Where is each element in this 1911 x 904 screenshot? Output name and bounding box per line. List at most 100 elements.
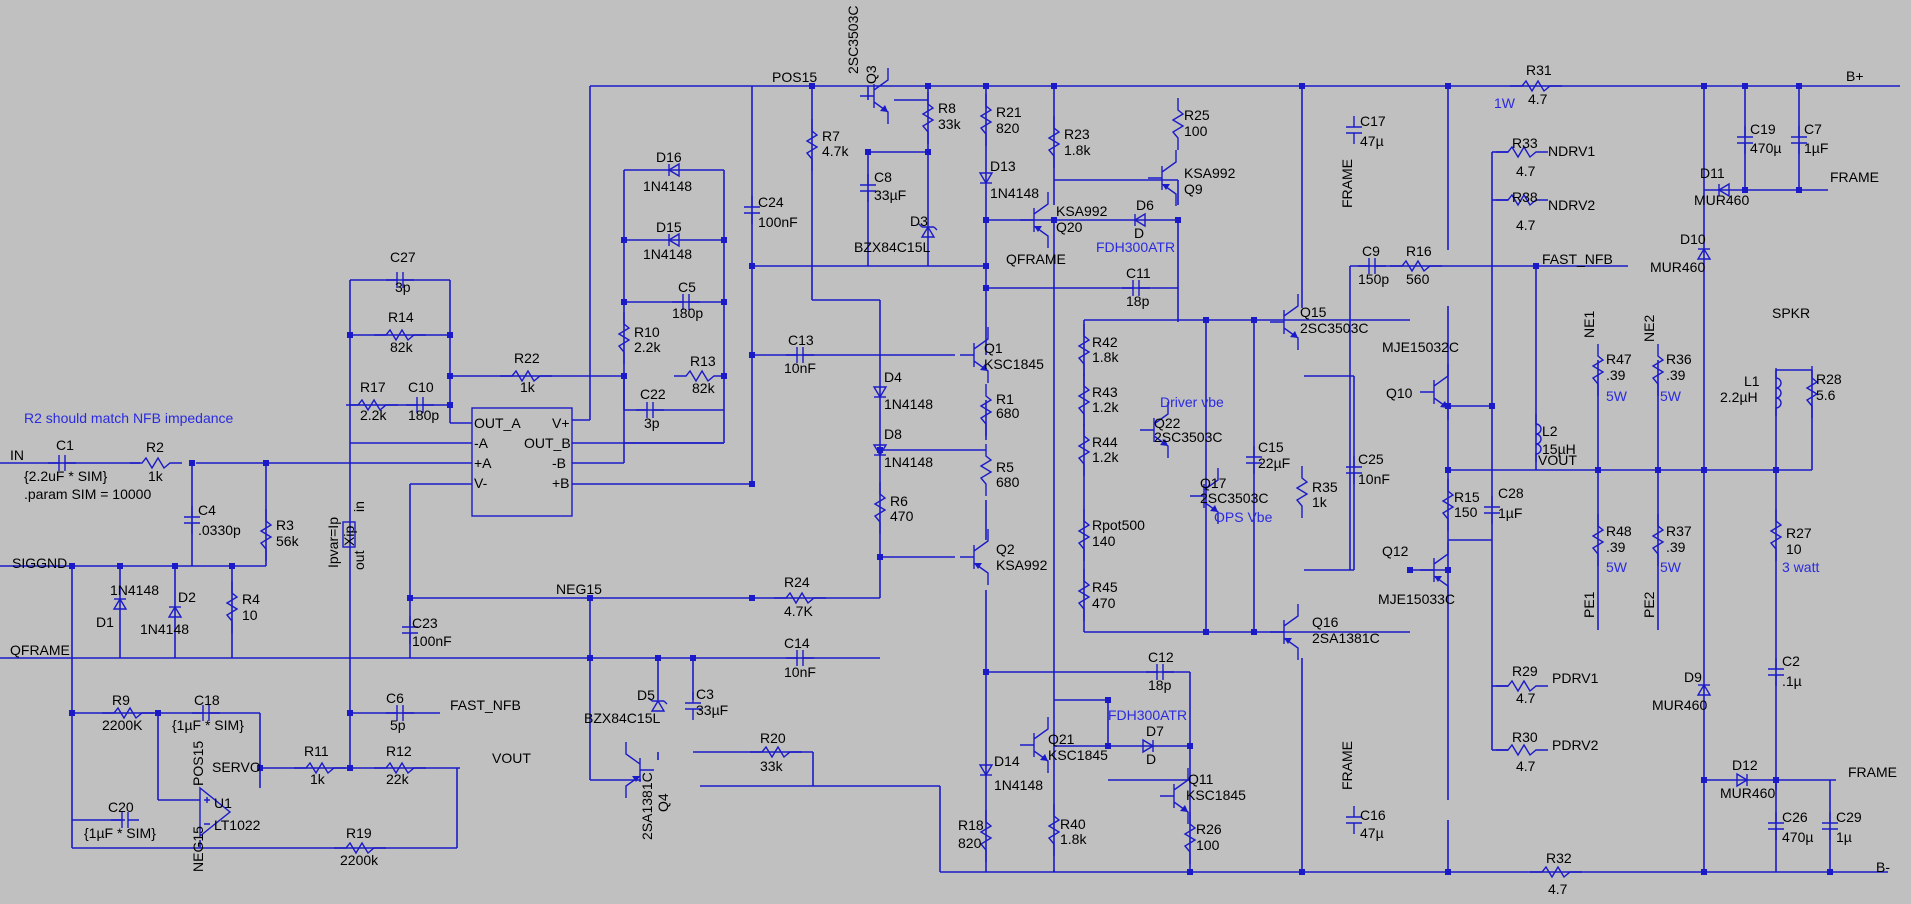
opamp-pin-minus-b: -B (552, 455, 566, 471)
q2-emitter-arrow (974, 563, 982, 569)
junction (1175, 217, 1181, 223)
c6-ref-label: C6 (386, 690, 404, 706)
r10-resistor-body (617, 312, 631, 364)
d7-value-label: D (1146, 751, 1156, 767)
junction (587, 595, 593, 601)
q16-emitter-arrow (1284, 638, 1292, 644)
r47-ref-label: R47 (1606, 351, 1632, 367)
d6-ref-label: D6 (1136, 197, 1154, 213)
q21-transistor-body (1020, 717, 1049, 773)
c22-ref-label: C22 (640, 386, 666, 402)
c22-value-label: 3p (644, 415, 660, 431)
c11-value-label: 18p (1126, 293, 1150, 309)
r42-value-label: 1.8k (1092, 349, 1119, 365)
r27-value-label: 10 (1786, 541, 1802, 557)
d8-value-label: 1N4148 (884, 454, 933, 470)
q16-value-label: 2SA1381C (1312, 630, 1380, 646)
junction (877, 554, 883, 560)
r29-value-label: 4.7 (1516, 690, 1536, 706)
q22-value-label: 2SC3503C (1154, 429, 1223, 445)
c3-ref-label: C3 (696, 686, 714, 702)
c19-capacitor-body (1737, 126, 1753, 154)
d3-diode-bar (918, 223, 938, 231)
q1-emitter-arrow (980, 364, 988, 371)
junction (621, 237, 627, 243)
opamp-pin-v-minus: V- (474, 475, 488, 491)
note-param: .param SIM = 10000 (24, 486, 151, 502)
bsource-expr: Ipvar=Ip (325, 517, 341, 568)
c1-value-label: {2.2uF * SIM} (24, 468, 108, 484)
c1-capacitor-body (48, 455, 76, 471)
d10-value-label: MUR460 (1650, 259, 1705, 275)
c4-capacitor-body (184, 506, 200, 534)
net-pos15-u1: POS15 (190, 741, 206, 786)
d7-diode: D7D (1142, 723, 1164, 767)
r45-value-label: 470 (1092, 595, 1116, 611)
net-labels: IN SIGGND QFRAME POS15 NEG15 QFRAME FAST… (10, 68, 1897, 875)
r43-ref-label: R43 (1092, 384, 1118, 400)
r3-ref-label: R3 (276, 517, 294, 533)
r12-value-label: 22k (386, 771, 410, 787)
r45-ref-label: R45 (1092, 579, 1118, 595)
r42-resistor-body (1077, 324, 1091, 376)
r27-ref-label: R27 (1786, 525, 1812, 541)
r6-ref-label: R6 (890, 493, 908, 509)
u1-value-label: LT1022 (214, 817, 261, 833)
c2-value-label: .1µ (1782, 673, 1802, 689)
c16-ref-label: C16 (1360, 807, 1386, 823)
junction (1445, 83, 1451, 89)
c8-capacitor-body (860, 174, 876, 202)
d5-ref-label: D5 (637, 687, 655, 703)
r22-ref-label: R22 (514, 350, 540, 366)
junction-dots (69, 83, 1833, 875)
q17-transistor-body (1190, 468, 1219, 524)
d5-diode-body (650, 699, 666, 712)
junction (1445, 567, 1451, 573)
q4-transistor-body (625, 742, 654, 798)
r25-resistor-body (1171, 98, 1185, 150)
d16-ref-label: D16 (656, 149, 682, 165)
r19-ref-label: R19 (346, 825, 372, 841)
junction (621, 299, 627, 305)
q22-emitter-arrow (1160, 439, 1168, 446)
junction (1251, 629, 1257, 635)
r6-resistor-body (873, 482, 887, 534)
r22-resistor-body (500, 369, 552, 383)
junction (1701, 869, 1707, 875)
r12-resistor-body (374, 761, 426, 775)
c16-capacitor-body (1346, 806, 1362, 834)
r16-value-label: 560 (1406, 271, 1430, 287)
r47-resistor-body (1591, 344, 1605, 396)
bsource-pin-out: out (351, 550, 367, 570)
r11-ref-label: R11 (304, 743, 329, 759)
d10-ref-label: D10 (1680, 231, 1706, 247)
r25-ref-label: R25 (1184, 107, 1210, 123)
d14-ref-label: D14 (994, 753, 1020, 769)
c25-value-label: 10nF (1358, 471, 1390, 487)
r4-ref-label: R4 (242, 591, 260, 607)
r1-resistor-body (979, 384, 993, 436)
junction (1187, 869, 1193, 875)
c26-value-label: 470µ (1782, 829, 1813, 845)
r23-resistor-body (1047, 116, 1061, 168)
r17-ref-label: R17 (360, 379, 386, 395)
r30-ref-label: R30 (1512, 729, 1538, 745)
c22-capacitor-body (636, 402, 664, 418)
r35-resistor-body (1295, 466, 1309, 518)
rpot-resistor-body (1077, 509, 1091, 561)
